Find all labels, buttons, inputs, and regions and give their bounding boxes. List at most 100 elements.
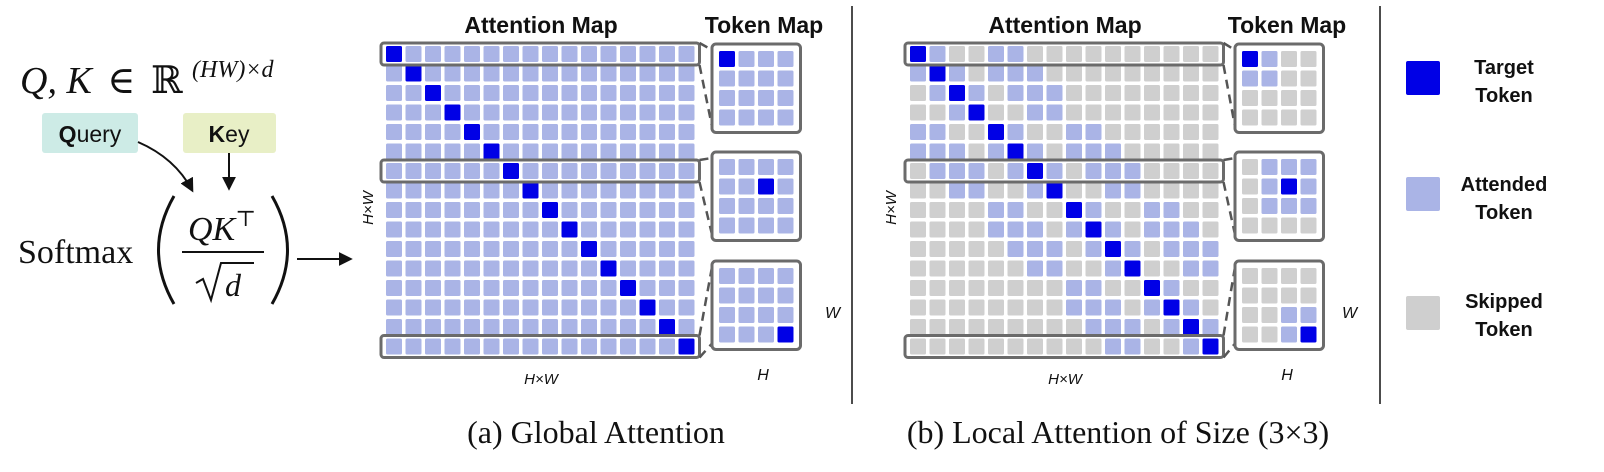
skipped-cell	[1163, 182, 1180, 199]
attended-cell	[678, 221, 695, 238]
attended-token	[777, 217, 794, 234]
attended-cell	[659, 143, 675, 160]
attended-cell	[639, 182, 656, 199]
denominator-variable: d	[225, 267, 242, 303]
token-maps	[710, 42, 802, 351]
skipped-cell	[1163, 65, 1180, 82]
attended-token	[758, 268, 774, 284]
attended-cell	[910, 65, 926, 82]
skipped-cell	[1046, 65, 1063, 82]
attended-cell	[522, 104, 539, 121]
attended-cell	[522, 163, 539, 179]
target-cell	[386, 46, 402, 62]
attended-cell	[620, 143, 636, 160]
attended-cell	[425, 338, 441, 355]
attended-cell	[542, 182, 558, 199]
skipped-cell	[1046, 143, 1063, 160]
attended-cell	[659, 46, 675, 62]
attended-token	[1300, 178, 1317, 195]
attended-cell	[600, 163, 617, 179]
attended-cell	[425, 46, 441, 62]
attended-cell	[929, 46, 946, 62]
attended-cell	[561, 65, 578, 82]
skipped-cell	[949, 202, 965, 218]
attended-cell	[1046, 85, 1063, 101]
token-map-title: Token Map	[1228, 12, 1346, 38]
zoom-connector	[1222, 64, 1237, 127]
attended-cell	[444, 241, 461, 257]
skipped-cell	[910, 280, 926, 296]
attended-cell	[386, 143, 402, 160]
attended-cell	[1183, 260, 1199, 277]
key-tag	[183, 113, 276, 153]
skipped-cell	[1007, 182, 1024, 199]
attended-cell	[988, 143, 1004, 160]
skipped-cell	[929, 241, 946, 257]
attended-cell	[600, 124, 617, 140]
skipped-cell	[929, 338, 946, 355]
skipped-cell	[1027, 319, 1043, 335]
attended-cell	[425, 221, 441, 238]
query-arrow	[137, 141, 194, 193]
attended-cell	[522, 221, 539, 238]
skipped-cell	[1183, 85, 1199, 101]
attention-matrix	[903, 41, 1225, 359]
attended-token	[1261, 70, 1278, 87]
skipped-cell	[1144, 182, 1160, 199]
skipped-cell	[1144, 65, 1160, 82]
attended-cell	[639, 104, 656, 121]
attended-cell	[1144, 299, 1160, 316]
skipped-cell	[1105, 280, 1121, 296]
attended-cell	[1183, 338, 1199, 355]
attended-cell	[542, 299, 558, 316]
attended-cell	[620, 182, 636, 199]
attended-cell	[581, 85, 597, 101]
attended-cell	[620, 65, 636, 82]
attended-cell	[1085, 202, 1102, 218]
attended-token	[1281, 198, 1297, 214]
attended-cell	[561, 319, 578, 335]
attended-cell	[503, 104, 519, 121]
attended-cell	[1027, 221, 1043, 238]
attended-token	[719, 198, 735, 214]
attended-cell	[678, 260, 695, 277]
token-map-title: Token Map	[705, 12, 823, 38]
skipped-cell	[1202, 182, 1219, 199]
attended-token	[777, 198, 794, 214]
attended-cell	[678, 104, 695, 121]
panel-caption: (a) Global Attention	[467, 414, 725, 450]
attended-cell	[561, 143, 578, 160]
attended-cell	[659, 202, 675, 218]
target-token	[758, 178, 774, 195]
attended-cell	[522, 280, 539, 296]
skipped-cell	[1144, 163, 1160, 179]
skipped-cell	[1046, 46, 1063, 62]
attended-token	[1261, 159, 1278, 175]
skipped-cell	[1085, 65, 1102, 82]
attended-cell	[929, 143, 946, 160]
skipped-token	[1281, 90, 1297, 106]
attended-cell	[600, 280, 617, 296]
skipped-cell	[1183, 46, 1199, 62]
attended-cell	[1124, 319, 1141, 335]
attended-token	[758, 109, 774, 126]
zoom-connector	[698, 64, 714, 127]
skipped-cell	[1046, 299, 1063, 316]
attended-cell	[561, 260, 578, 277]
attended-cell	[581, 46, 597, 62]
attended-cell	[1007, 65, 1024, 82]
skipped-cell	[910, 104, 926, 121]
attended-cell	[1124, 163, 1141, 179]
attended-token	[738, 326, 755, 343]
skipped-token	[1242, 287, 1258, 304]
skipped-cell	[988, 299, 1004, 316]
attended-cell	[620, 319, 636, 335]
attended-cell	[988, 46, 1004, 62]
attended-cell	[483, 65, 500, 82]
attended-cell	[1066, 299, 1082, 316]
skipped-cell	[1027, 299, 1043, 316]
attended-token	[738, 287, 755, 304]
attended-cell	[1163, 241, 1180, 257]
attended-cell	[659, 163, 675, 179]
attended-token	[719, 268, 735, 284]
